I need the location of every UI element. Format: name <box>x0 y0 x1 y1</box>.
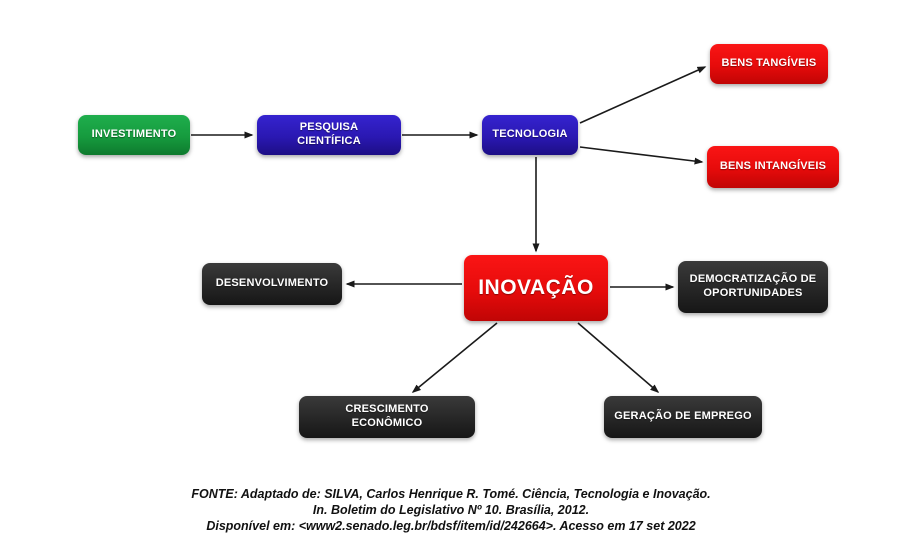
node-desenvolvimento-label: DESENVOLVIMENTO <box>215 277 329 290</box>
node-inovacao-label: INOVAÇÃO <box>478 275 594 299</box>
node-bens-intangiveis: BENS INTANGÍVEIS <box>707 146 839 188</box>
node-democratizacao-label: DEMOCRATIZAÇÃO DE OPORTUNIDADES <box>689 273 817 299</box>
node-bens-tangiveis: BENS TANGÍVEIS <box>710 44 828 84</box>
node-geracao-de-emprego: GERAÇÃO DE EMPREGO <box>604 396 762 438</box>
node-bens-tangiveis-label: BENS TANGÍVEIS <box>721 57 817 70</box>
node-tecnologia-label: TECNOLOGIA <box>492 128 568 141</box>
node-pesquisa-cientifica: PESQUISA CIENTÍFICA <box>257 115 401 155</box>
node-bens-intangiveis-label: BENS INTANGÍVEIS <box>719 160 827 173</box>
node-inovacao: INOVAÇÃO <box>464 255 608 321</box>
source-citation: FONTE: Adaptado de: SILVA, Carlos Henriq… <box>0 486 902 534</box>
node-crescimento-economico: CRESCIMENTO ECONÔMICO <box>299 396 475 438</box>
arrow-tecnologia-intangiveis <box>579 146 704 165</box>
node-investimento: INVESTIMENTO <box>78 115 190 155</box>
node-crescimento-label: CRESCIMENTO ECONÔMICO <box>345 403 429 429</box>
source-citation-line-2: In. Boletim do Legislativo Nº 10. Brasíl… <box>312 503 590 517</box>
source-citation-line-3: Disponível em: <www2.senado.leg.br/bdsf/… <box>206 519 696 533</box>
node-pesquisa-cientifica-label: PESQUISA CIENTÍFICA <box>297 121 361 147</box>
arrow-inovacao-geracao <box>577 322 660 393</box>
node-investimento-label: INVESTIMENTO <box>91 128 177 141</box>
source-citation-line-1: FONTE: Adaptado de: SILVA, Carlos Henriq… <box>191 487 711 501</box>
node-tecnologia: TECNOLOGIA <box>482 115 578 155</box>
arrow-tecnologia-tangiveis <box>579 66 707 124</box>
arrow-inovacao-crescimento <box>411 322 498 393</box>
node-democratizacao-de-oportunidades: DEMOCRATIZAÇÃO DE OPORTUNIDADES <box>678 261 828 313</box>
node-desenvolvimento: DESENVOLVIMENTO <box>202 263 342 305</box>
node-geracao-label: GERAÇÃO DE EMPREGO <box>614 410 752 423</box>
